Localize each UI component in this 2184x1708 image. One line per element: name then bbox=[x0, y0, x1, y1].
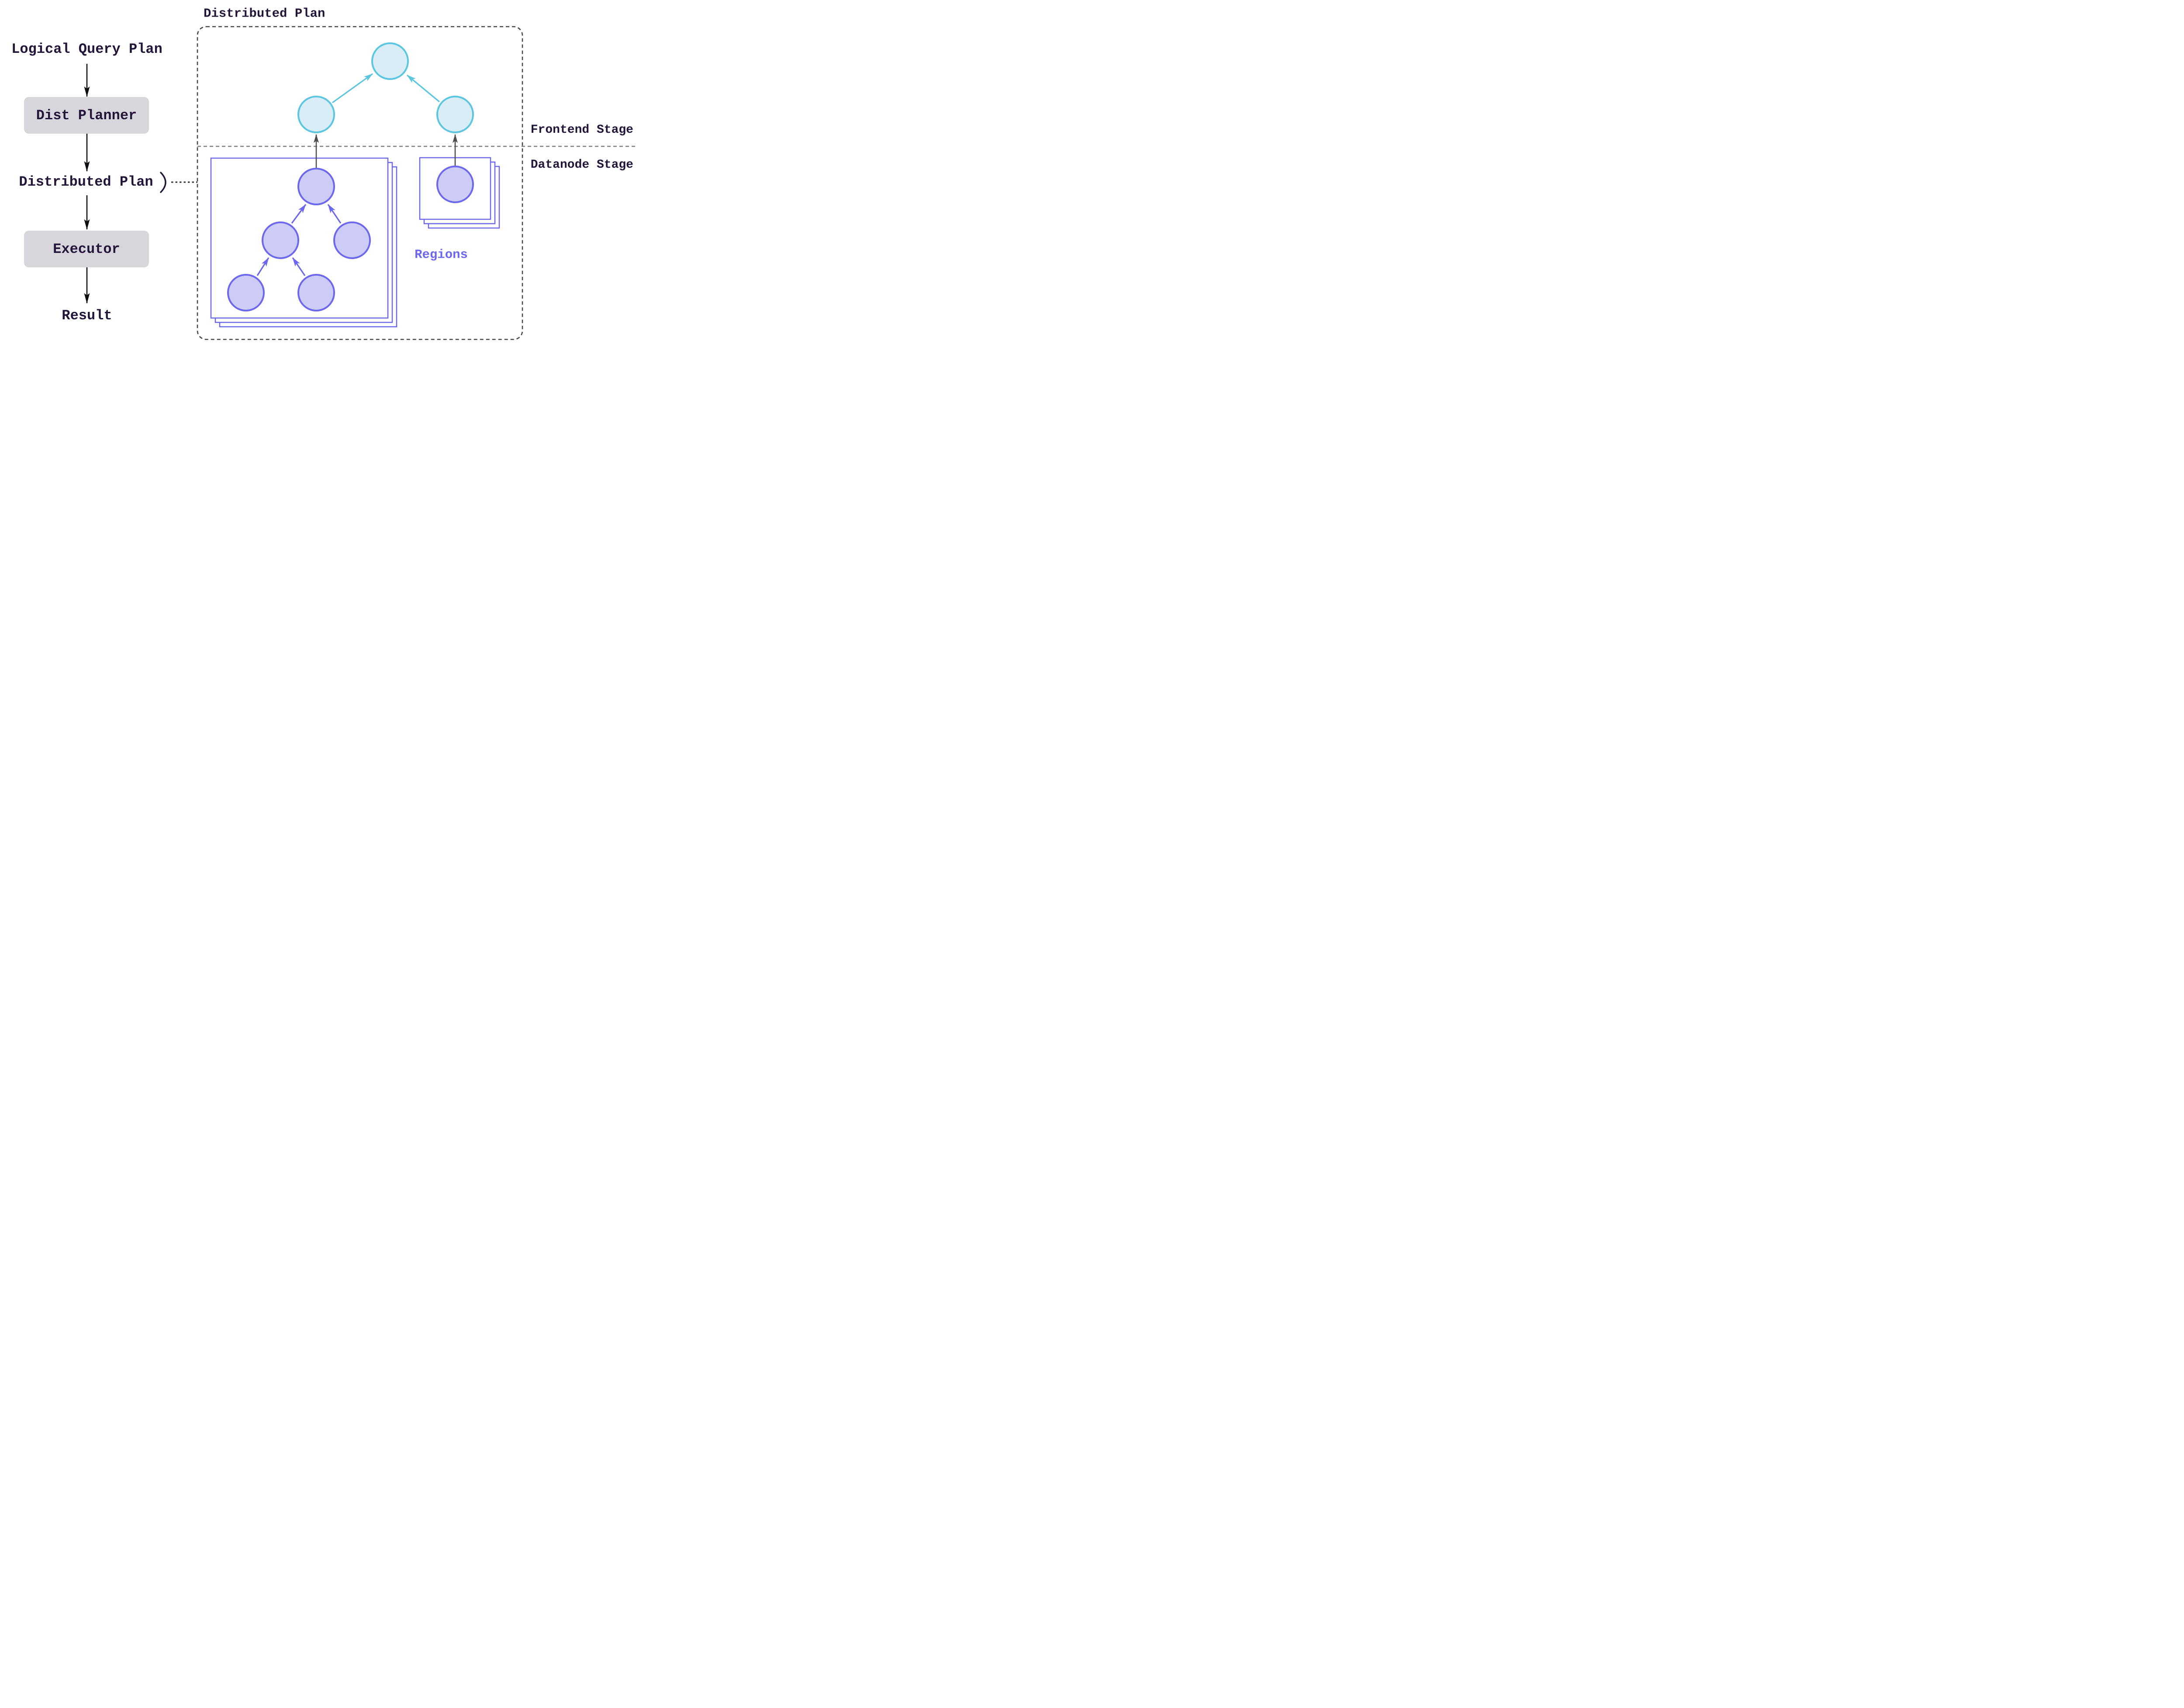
datanode-leaf-left-node bbox=[227, 274, 265, 311]
result-label: Result bbox=[62, 308, 112, 324]
edge-frontend-right-to-root bbox=[406, 74, 440, 103]
executor-label: Executor bbox=[53, 241, 120, 257]
datanode-plan-tree bbox=[227, 168, 371, 311]
frontend-stage-label: Frontend Stage bbox=[530, 123, 633, 137]
datanode-root-node bbox=[297, 168, 335, 205]
edge-frontend-left-to-root bbox=[332, 73, 373, 104]
datanode-mid-right-node bbox=[333, 221, 371, 259]
frontend-plan-tree bbox=[297, 42, 474, 133]
diagram-shapes-layer bbox=[84, 26, 638, 340]
plan-label-brace bbox=[160, 172, 166, 193]
dist-planner-label: Dist Planner bbox=[36, 107, 137, 124]
distributed-plan-diagram: Logical Query Plan Dist Planner Distribu… bbox=[0, 0, 638, 342]
datanode-mid-left-node bbox=[262, 221, 299, 259]
distributed-plan-label: Distributed Plan bbox=[19, 174, 153, 190]
dist-planner-box: Dist Planner bbox=[24, 97, 149, 134]
edge-leafright-to-midleft bbox=[292, 257, 306, 276]
executor-box: Executor bbox=[24, 231, 149, 267]
frontend-root-node bbox=[371, 42, 409, 80]
distributed-plan-boundary bbox=[197, 26, 523, 340]
frontend-left-node bbox=[297, 96, 335, 133]
frontend-right-node bbox=[436, 96, 474, 133]
logical-query-plan-label: Logical Query Plan bbox=[11, 41, 162, 57]
distributed-plan-title: Distributed Plan bbox=[204, 6, 325, 21]
datanode-stage-label: Datanode Stage bbox=[530, 158, 633, 172]
datanode-single-region-node bbox=[436, 166, 474, 203]
datanode-leaf-right-node bbox=[297, 274, 335, 311]
edge-leafleft-to-midleft bbox=[256, 257, 270, 276]
edge-midleft-to-root bbox=[291, 204, 307, 224]
edge-midright-to-root bbox=[327, 204, 342, 224]
regions-label: Regions bbox=[415, 247, 468, 262]
